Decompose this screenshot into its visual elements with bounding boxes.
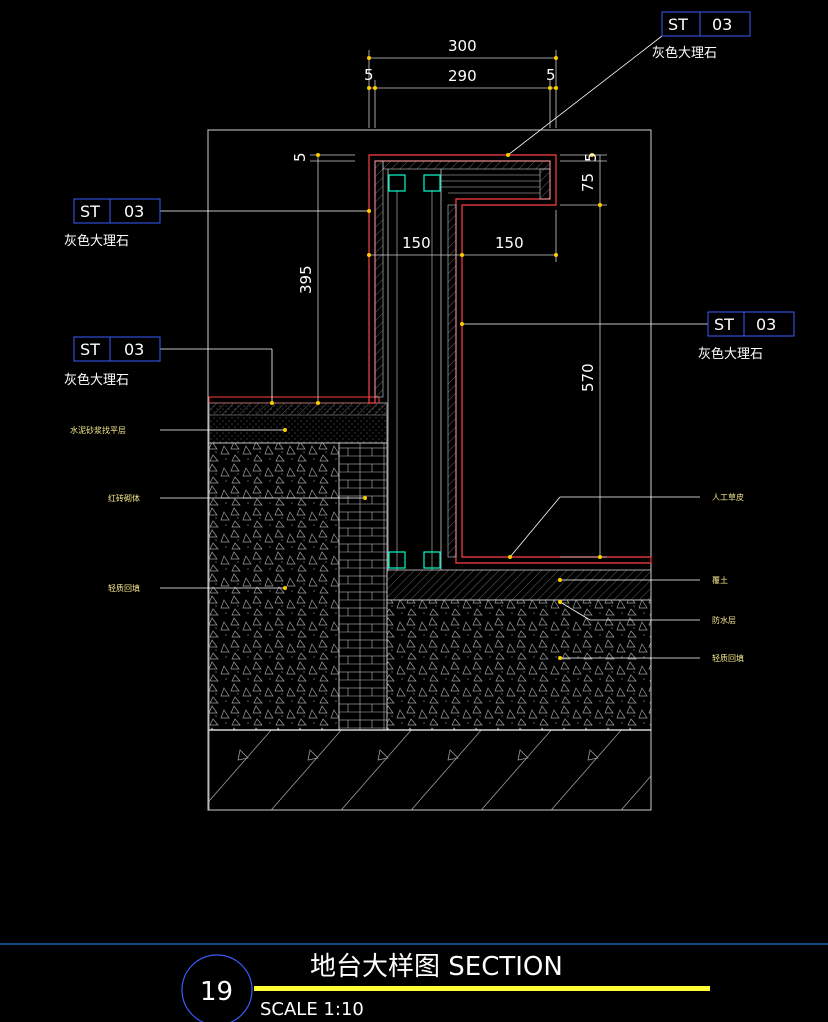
note-backfill-right: 轻质回填 [712,653,744,663]
note-artificial-turf: 人工草皮 [712,492,744,502]
material-tag: ST 03 灰色大理石 [698,311,795,362]
dim-top-left: 5 [291,152,309,162]
note-mortar-layer: 水泥砂浆找平层 [70,425,126,435]
steel-tube [423,174,441,192]
material-tag: ST 03 灰色大理石 [64,336,161,388]
steel-tube [423,551,441,569]
dim-upper-height: 395 [297,265,315,294]
material-tag: ST 03 灰色大理石 [652,11,751,61]
dim-inner-width: 290 [448,67,477,85]
tag-material-name: 灰色大理石 [652,45,717,61]
tag-code: ST [714,315,734,334]
tag-material-name: 灰色大理石 [698,346,763,362]
steel-tube [388,174,406,192]
note-brick-wall: 红砖砌体 [108,493,140,503]
title-underline [254,986,710,991]
platform-marble-outline [368,154,652,564]
steel-tube [388,551,406,569]
tag-code: ST [668,15,688,34]
material-tag: ST 03 灰色大理石 [64,198,161,249]
dim-step-left: 150 [402,234,431,252]
brick-wall [338,442,388,731]
dim-lip-height: 75 [579,173,597,192]
floor-marble [208,396,380,404]
dim-edge-left: 5 [364,66,374,84]
dim-step-right: 150 [495,234,524,252]
drawing-title: 地台大样图 SECTION [310,952,563,982]
tag-number: 03 [124,340,144,359]
tag-code: ST [80,340,100,359]
drawing-scale: SCALE 1:10 [260,999,364,1020]
soil-layer [386,569,652,601]
dim-overall-width: 300 [448,37,477,55]
base-earth [208,729,652,811]
drawing-number-circle [181,954,253,1022]
drawing-number: 19 [200,977,233,1007]
floor-screed [208,402,388,416]
dim-edge-right: 5 [546,66,556,84]
tag-material-name: 灰色大理石 [64,233,129,249]
tag-material-name: 灰色大理石 [64,372,129,388]
tag-number: 03 [124,202,144,221]
backfill-left [208,442,340,731]
tag-number: 03 [756,315,776,334]
note-backfill-left: 轻质回填 [108,583,140,593]
tag-code: ST [80,202,100,221]
dim-lower-height: 570 [579,363,597,392]
dim-top-right: 5 [582,152,600,162]
note-waterproof: 防水层 [712,615,736,625]
backfill-right [386,599,652,731]
note-soil: 覆土 [712,575,728,585]
tag-number: 03 [712,15,732,34]
